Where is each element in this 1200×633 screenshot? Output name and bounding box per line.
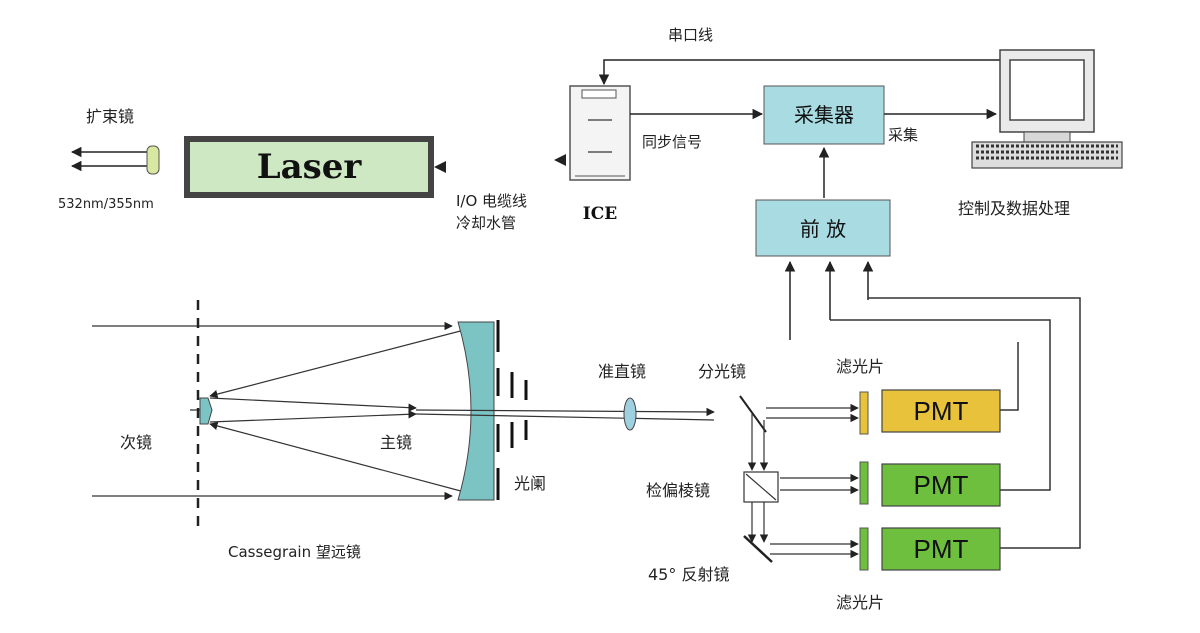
primary-mirror-label: 主镜 (380, 433, 412, 452)
filter-1 (859, 391, 869, 435)
splitter-label: 分光镜 (698, 362, 746, 381)
pmt-1-label: PMT (914, 396, 969, 426)
computer-icon: 控制及数据处理 (958, 49, 1123, 218)
serial-line: 串口线 (598, 26, 1046, 86)
cooling-pipe-label: 冷却水管 (456, 214, 516, 232)
pmt-wiring (830, 297, 1081, 549)
wavelength-label: 532nm/355nm (58, 197, 154, 212)
secondary-mirror-label: 次镜 (120, 433, 152, 452)
laser-unit: Laser (184, 136, 434, 198)
laser-label: Laser (257, 147, 363, 187)
beam-expander: 扩束镜 532nm/355nm (58, 107, 160, 212)
aperture-stop (496, 320, 528, 500)
polarizer-prism (743, 471, 779, 503)
preamp-box (755, 199, 891, 257)
laser-box (190, 142, 428, 192)
sync-label: 同步信号 (642, 133, 702, 151)
serial-line-label: 串口线 (668, 26, 713, 44)
optical-axis (415, 407, 715, 417)
beam-splitter (739, 395, 767, 433)
aperture-label: 光阑 (514, 474, 546, 493)
collimator-label: 准直镜 (598, 362, 646, 381)
computer-label: 控制及数据处理 (958, 199, 1070, 218)
io-cable-label: I/O 电缆线 (456, 192, 527, 210)
optical-axis-lower (415, 413, 715, 421)
pmt-3-label: PMT (914, 534, 969, 564)
filter-3 (859, 527, 869, 571)
telescope-beams (92, 321, 473, 501)
pmt-3: PMT (881, 527, 1001, 571)
collector-unit: 采集器 (763, 85, 885, 145)
ice-label: ICE (583, 204, 617, 224)
mirror-45 (743, 535, 773, 563)
collect-label: 采集 (888, 126, 918, 144)
pmt-2: PMT (881, 463, 1001, 507)
secondary-mirror (199, 397, 213, 425)
pmt-1: PMT (881, 389, 1001, 433)
preamp-label: 前 放 (800, 217, 846, 241)
filter-top-label: 滤光片 (836, 357, 884, 376)
telescope-title: Cassegrain 望远镜 (228, 543, 361, 561)
mirror-45-label: 45° 反射镜 (648, 565, 729, 584)
collimator-lens (623, 397, 637, 431)
collector-label: 采集器 (794, 103, 854, 127)
polarizer-label: 检偏棱镜 (646, 481, 710, 500)
preamp-unit: 前 放 (755, 199, 891, 257)
split-beams (747, 403, 859, 559)
filter-2 (859, 461, 869, 505)
beam-expander-label: 扩束镜 (86, 107, 134, 126)
ice-unit: ICE I/O 电缆线 冷却水管 (456, 85, 631, 232)
collector-box (763, 85, 885, 145)
pmt-2-label: PMT (914, 470, 969, 500)
filter-bottom-label: 滤光片 (836, 593, 884, 612)
